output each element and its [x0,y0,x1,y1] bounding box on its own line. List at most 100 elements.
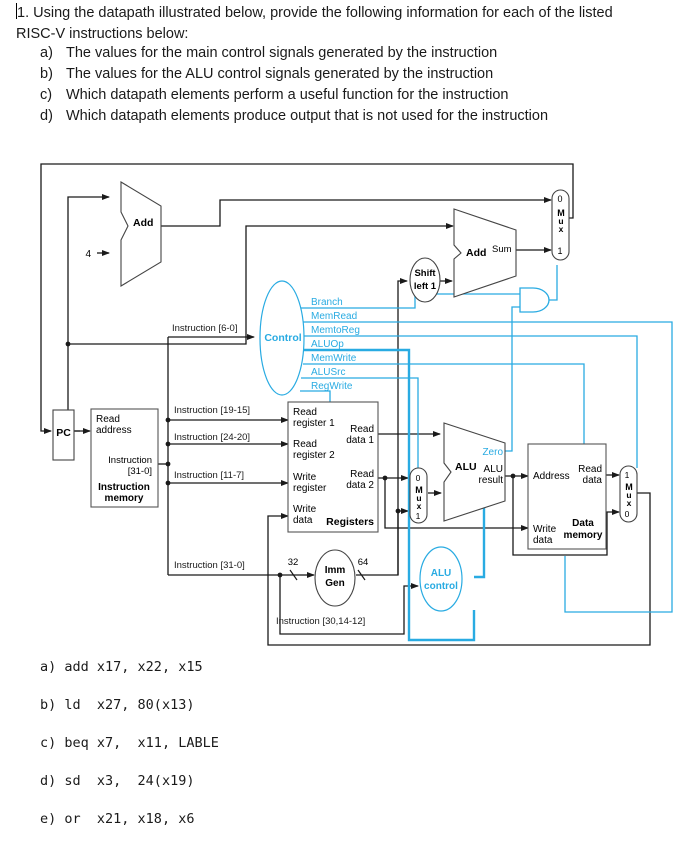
svg-text:Address: Address [533,471,570,482]
wire-branch [300,293,520,309]
pc-mux: 0 M u x 1 [551,189,570,261]
svg-text:ALU: ALU [484,464,503,475]
alu-control-unit: ALU control [419,546,463,612]
control-unit: Control [259,280,305,396]
svg-text:[31-0]: [31-0] [128,466,152,477]
svg-text:Instruction: Instruction [98,482,150,493]
shift-left-unit: Shift left 1 [409,257,441,303]
label-instr-rd: Instruction [11-7] [174,470,244,481]
shift-label-2: left 1 [414,281,437,292]
svg-text:register: register [293,483,327,494]
question-line-1: Using the datapath illustrated below, pr… [33,5,613,21]
shift-label-1: Shift [414,268,436,279]
svg-text:0: 0 [416,473,421,483]
sum-label: Sum [492,244,512,255]
wire-memtoreg [302,335,638,468]
svg-text:result: result [479,475,504,486]
svg-text:register 2: register 2 [293,450,335,461]
svg-text:data: data [533,535,553,546]
data-memory: Address Read data Write data Data memory [527,443,607,550]
wire-alusrc [301,377,419,470]
signal-memread: MemRead [311,311,357,322]
instruction-a: a) add x17, x22, x15 [40,659,203,675]
signal-branch: Branch [311,297,343,308]
pc-adder-label: Add [133,217,153,229]
pc-register: PC [52,409,75,461]
svg-text:Read: Read [350,469,374,480]
question-text: 1. Using the datapath illustrated below,… [16,3,613,45]
instruction-memory: Read address Instruction [31-0] Instruct… [90,408,159,508]
immgen-out-width: 64 [358,557,369,568]
question-part-c: c)Which datapath elements perform a usef… [40,87,509,103]
svg-text:u: u [626,490,631,500]
signal-alusrc: ALUSrc [311,367,345,378]
question-line-2: RISC-V instructions below: [16,26,189,42]
svg-text:ALU: ALU [431,568,452,579]
svg-text:memory: memory [105,493,144,504]
branch-adder: Add Sum [453,208,517,298]
svg-text:control: control [424,581,458,592]
svg-text:memory: memory [564,530,603,541]
svg-text:Gen: Gen [325,578,344,589]
svg-text:1: 1 [416,511,421,521]
bus-width-slashes [289,569,366,581]
svg-text:data 1: data 1 [346,435,374,446]
alu-zero-label: Zero [482,447,503,458]
svg-text:1: 1 [557,246,562,256]
svg-text:ALU: ALU [455,461,477,473]
svg-text:data: data [583,475,603,486]
immgen-in-width: 32 [288,557,299,568]
alu: ALU Zero ALU result [443,422,506,522]
svg-text:M: M [415,485,423,495]
svg-text:x: x [559,224,564,234]
svg-text:Write: Write [293,504,317,515]
question-part-d: d)Which datapath elements produce output… [40,108,549,124]
svg-text:x: x [627,498,632,508]
memtoreg-mux: 1 M u x 0 [619,465,638,523]
wire-memwrite [303,363,585,444]
alusrc-mux: 0 M u x 1 [409,467,428,524]
datapath-diagram: PC Add 4 Add Sum Shift left 1 0 M u x 1 … [40,163,673,646]
svg-text:x: x [417,501,422,511]
svg-text:Read: Read [96,414,120,425]
wire-imm-to-mux [397,508,409,575]
register-file: Read register 1 Read register 2 Write re… [287,401,379,533]
pc-adder: Add [120,181,162,287]
constant-four-label: 4 [85,249,91,260]
label-instr-funct: Instruction [30,14-12] [276,616,365,627]
label-instr-full: Instruction [31-0] [174,560,245,571]
and-gate [519,287,550,313]
signal-memwrite: MemWrite [311,353,357,364]
wire-pc-to-branch-adder [68,223,454,345]
svg-text:M: M [557,208,565,218]
branch-adder-label: Add [466,247,486,259]
label-instr-opcode: Instruction [6-0] [172,323,237,334]
instruction-d: d) sd x3, 24(x19) [40,773,195,789]
wire-next-pc [40,163,574,434]
imm-gen: Imm Gen 32 64 [288,549,369,607]
svg-text:u: u [416,493,421,503]
question-part-a: a)The values for the main control signal… [40,45,498,61]
svg-text:0: 0 [557,194,562,204]
pc-label: PC [56,427,71,439]
svg-text:Imm: Imm [325,565,346,576]
wire-writeback [267,492,651,646]
instruction-c: c) beq x7, x11, LABLE [40,735,219,751]
svg-text:Read: Read [293,439,317,450]
svg-text:u: u [558,216,563,226]
control-label: Control [264,332,301,344]
wire-aluop [303,348,476,642]
svg-text:M: M [625,482,633,492]
wire-rd2-to-dmem [384,478,529,531]
svg-text:Read: Read [350,424,374,435]
question-number: 1. [17,5,30,21]
wire-alu-bypass [512,476,620,556]
wire-pc-to-add [67,194,110,432]
svg-text:Read: Read [293,407,317,418]
signal-regwrite: RegWrite [311,381,353,392]
wire-alu-control-out [474,502,486,579]
control-wires [300,265,673,613]
wire-regwrite [300,390,331,405]
svg-text:Data: Data [572,518,594,529]
svg-text:Write: Write [293,472,317,483]
